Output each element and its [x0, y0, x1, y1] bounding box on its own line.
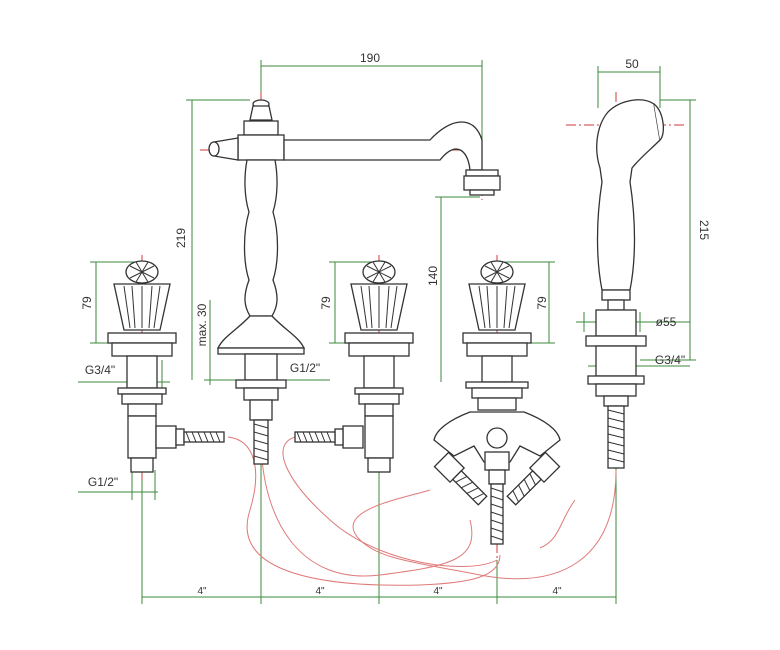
- hoses: [227, 436, 617, 586]
- spout-outlet-height-label: 140: [426, 266, 440, 286]
- handshower-height-label: 215: [697, 220, 711, 240]
- right-valve-handle: [468, 260, 526, 331]
- spout-thread-label: G1/2": [290, 361, 320, 375]
- left-handle-height-label: 79: [80, 296, 94, 310]
- spacing-label-4: 4": [552, 586, 562, 597]
- dimension-labels: 190 50 219 max. 30 140 215 79 79 79 ø55 …: [80, 51, 711, 597]
- spacing-label-1: 4": [197, 586, 207, 597]
- handshower-width-label: 50: [625, 57, 639, 71]
- spout-height-label: 219: [174, 228, 188, 248]
- center-valve: [294, 260, 414, 473]
- right-valve: [433, 260, 561, 545]
- spout: [208, 99, 501, 465]
- left-valve-handle: [113, 260, 171, 331]
- left-valve: [107, 260, 225, 473]
- spacing-label-3: 4": [433, 586, 443, 597]
- valve-outlet-thread-label: G1/2": [88, 475, 118, 489]
- handshower-thread-label: G3/4": [655, 353, 685, 367]
- max-deck-label: max. 30: [195, 303, 209, 346]
- spacing-label-2: 4": [315, 586, 325, 597]
- handshower-diameter-label: ø55: [656, 315, 677, 329]
- center-handle-height-label: 79: [319, 296, 333, 310]
- valve-inlet-thread-label: G3/4": [85, 363, 115, 377]
- right-handle-height-label: 79: [535, 296, 549, 310]
- center-valve-handle: [350, 260, 408, 331]
- spout-reach-label: 190: [360, 51, 380, 65]
- handshower: [585, 99, 665, 469]
